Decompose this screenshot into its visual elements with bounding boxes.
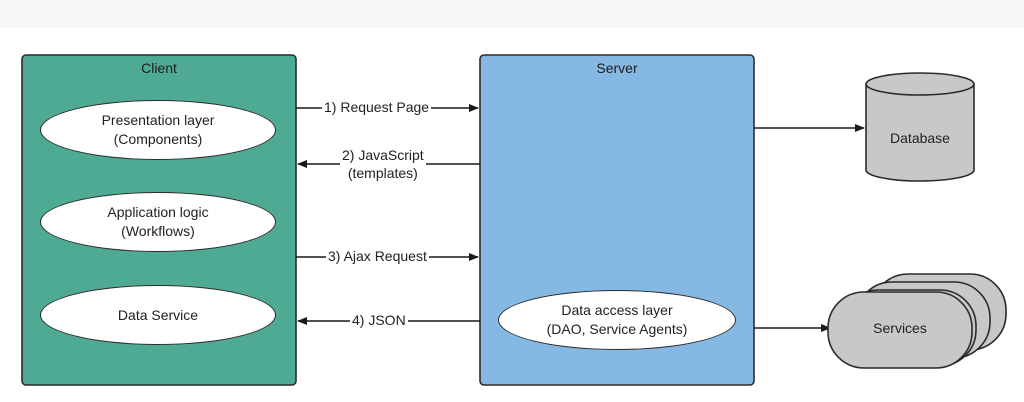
data-service-title: Data Service xyxy=(117,306,199,323)
data-service: Data Service xyxy=(40,285,276,345)
arrow-label-json: 4) JSON xyxy=(350,311,408,329)
arrow-label-javascript: 2) JavaScript (templates) xyxy=(340,146,426,182)
presentation-layer: Presentation layer (Components) xyxy=(40,100,276,160)
database-label: Database xyxy=(890,130,950,146)
arrow-label-json-text: 4) JSON xyxy=(352,312,406,328)
presentation-layer-subtitle: (Components) xyxy=(113,131,203,147)
server-title: Server xyxy=(596,60,638,76)
data-access-layer-subtitle: (DAO, Service Agents) xyxy=(546,321,688,337)
database-icon xyxy=(865,72,975,182)
arrow-label-javascript-line1: 2) JavaScript xyxy=(342,147,424,163)
services-label: Services xyxy=(873,320,927,336)
client-title: Client xyxy=(141,60,177,76)
arrow-label-ajax-request: 3) Ajax Request xyxy=(326,247,429,265)
services-icon xyxy=(827,273,1007,369)
arrow-label-request-page: 1) Request Page xyxy=(322,98,432,116)
application-logic-title: Application logic xyxy=(107,204,209,220)
top-bar xyxy=(0,0,1024,28)
data-access-layer-title: Data access layer xyxy=(561,302,673,318)
arrow-label-ajax-request-text: 3) Ajax Request xyxy=(328,248,427,264)
arrow-label-request-page-text: 1) Request Page xyxy=(324,99,430,115)
arrow-label-javascript-line2: (templates) xyxy=(347,165,418,181)
presentation-layer-title: Presentation layer xyxy=(101,112,215,128)
data-access-layer: Data access layer (DAO, Service Agents) xyxy=(498,290,736,350)
application-logic: Application logic (Workflows) xyxy=(40,192,276,252)
application-logic-subtitle: (Workflows) xyxy=(121,223,195,239)
